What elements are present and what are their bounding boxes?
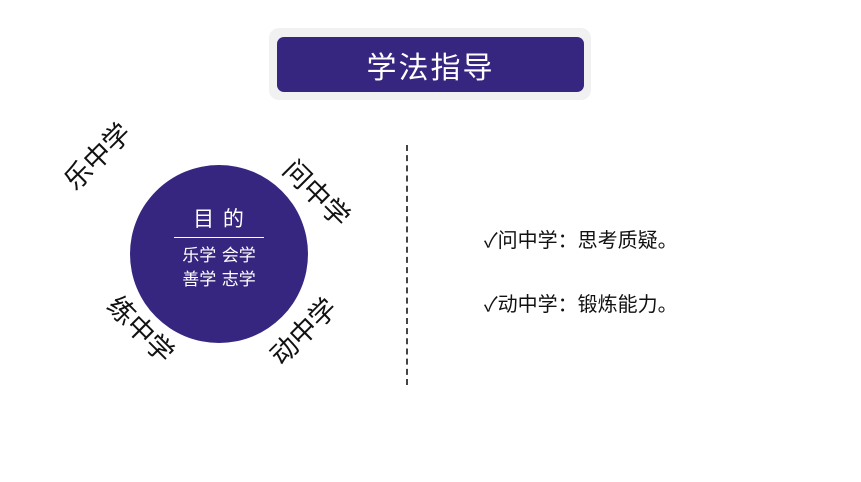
point-item-question: ✓问中学：思考质疑。: [484, 228, 678, 252]
goal-title: 目 的: [193, 207, 245, 231]
point-item-action: ✓动中学：锻炼能力。: [484, 292, 678, 316]
title-banner: 学法指导: [277, 37, 584, 92]
arc-label-le: 乐中学: [58, 117, 138, 197]
goal-line-1: 乐学 会学: [182, 246, 256, 266]
goal-divider: [174, 237, 264, 238]
goal-circle: 目 的 乐学 会学 善学 志学: [130, 165, 308, 343]
dashed-divider: [406, 145, 408, 385]
goal-line-2: 善学 志学: [182, 270, 256, 290]
page-title: 学法指导: [366, 50, 495, 86]
